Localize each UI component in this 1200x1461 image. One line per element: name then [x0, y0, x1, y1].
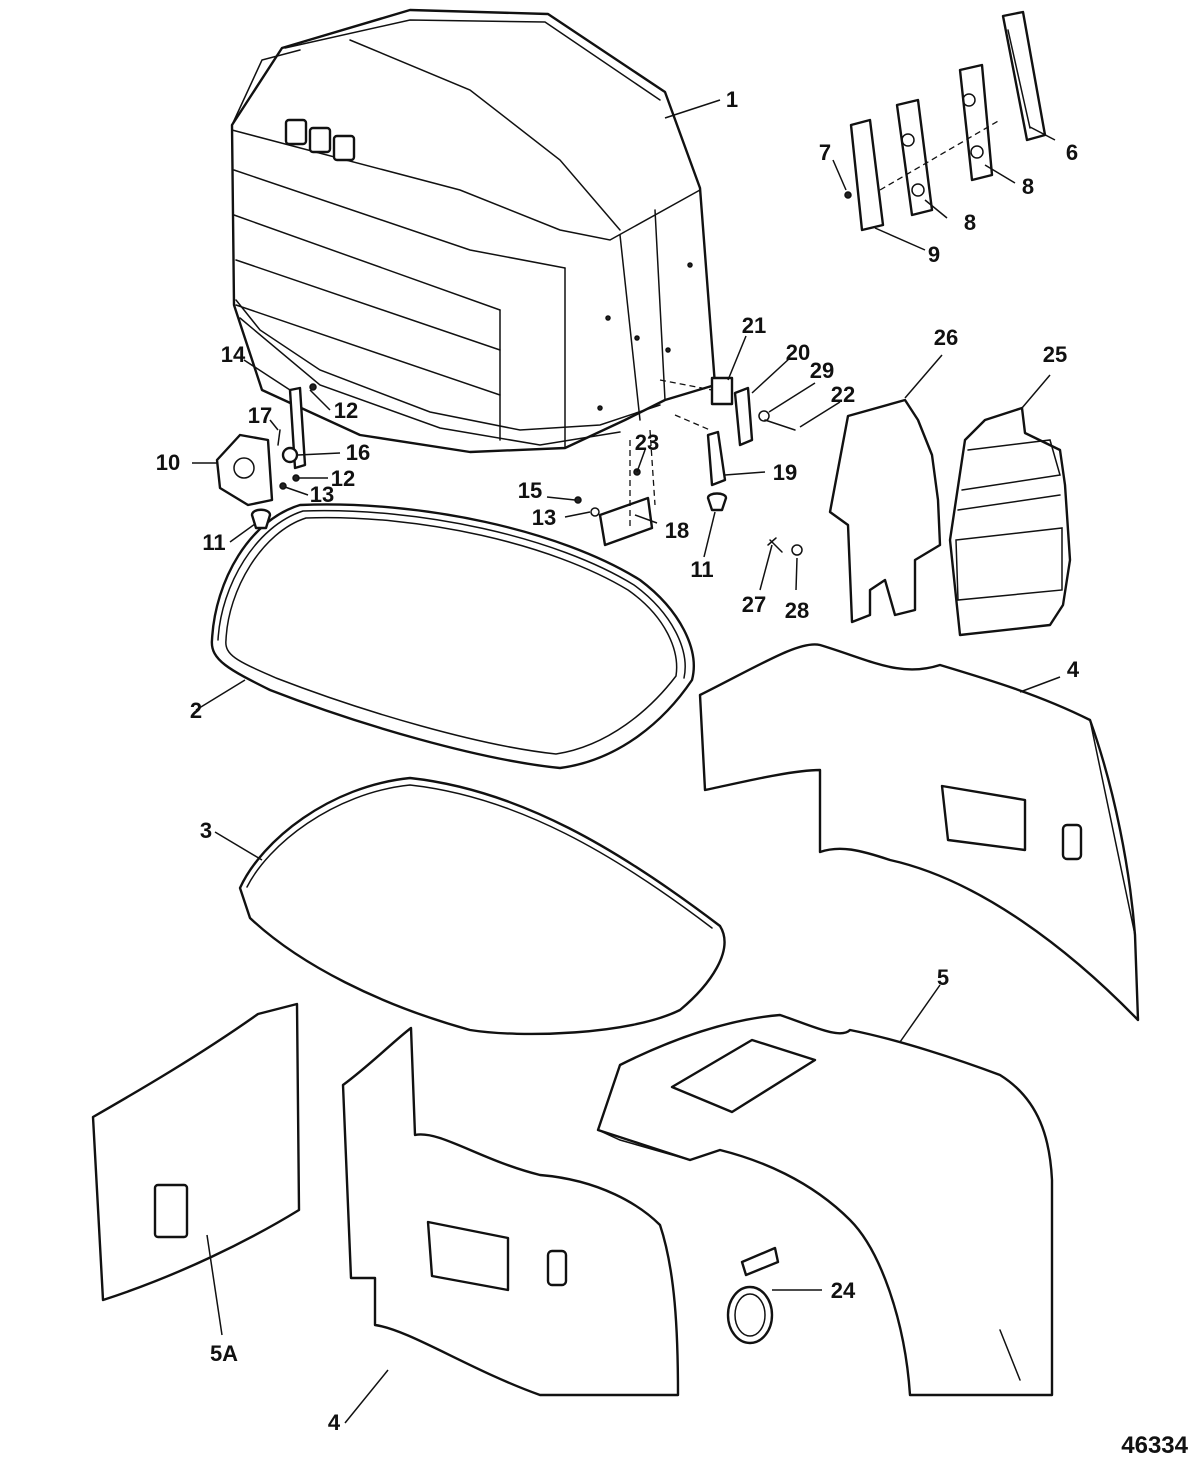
callouts: 1 2 3 4 4 5 5A 6 7 8 8 9 10 11 11 12 12 … [156, 87, 1080, 1435]
liner-panel-lower-part [341, 1026, 680, 1397]
callout-1: 1 [726, 87, 738, 112]
block-21 [710, 376, 734, 406]
callout-25: 25 [1043, 342, 1067, 367]
callout-14: 14 [221, 342, 246, 367]
callout-19: 19 [773, 460, 797, 485]
callout-3: 3 [200, 818, 212, 843]
liner-panel-right-part [698, 643, 1140, 1022]
callout-8-upper: 8 [1022, 174, 1034, 199]
vent-plate-8-lower [895, 98, 934, 217]
washer-29 [758, 410, 770, 422]
misc-hardware [726, 537, 803, 1345]
top-cowl-part [230, 8, 717, 454]
callout-5a: 5A [210, 1341, 238, 1366]
latch-10 [215, 433, 274, 507]
callout-27: 27 [742, 592, 766, 617]
bracket-20 [733, 386, 754, 447]
rear-liner-part [596, 1013, 1054, 1397]
screw-27 [767, 537, 783, 553]
callout-28: 28 [785, 598, 809, 623]
callout-13-center: 13 [532, 505, 556, 530]
drawing-reference-number: 46334 [1121, 1432, 1188, 1459]
callout-15: 15 [518, 478, 542, 503]
leader-lines [192, 99, 1061, 1424]
callout-6: 6 [1066, 140, 1078, 165]
small-liner-5a-part [91, 1002, 301, 1302]
baffle-26-part [828, 398, 942, 624]
grommet-11-left [250, 508, 272, 530]
callout-17: 17 [248, 403, 272, 428]
pin-17 [277, 429, 281, 446]
screw-22 [764, 419, 796, 431]
callout-2: 2 [190, 698, 202, 723]
seal-frame-part [210, 503, 695, 770]
callout-23: 23 [635, 430, 659, 455]
catch-19 [706, 430, 727, 487]
callout-12-upper: 12 [334, 398, 358, 423]
air-box-25-part [948, 406, 1072, 637]
callout-10: 10 [156, 450, 180, 475]
callout-18: 18 [665, 518, 689, 543]
callout-24: 24 [831, 1278, 856, 1303]
callout-22: 22 [831, 382, 855, 407]
callout-5: 5 [937, 965, 949, 990]
callout-4-lower: 4 [328, 1410, 341, 1435]
callout-21: 21 [742, 313, 766, 338]
callout-8-lower: 8 [964, 210, 976, 235]
grommet-11-right [706, 492, 728, 512]
callout-16: 16 [346, 440, 370, 465]
vent-grille-6 [1001, 10, 1047, 142]
callout-11-left: 11 [202, 530, 225, 555]
callout-4-right: 4 [1067, 657, 1080, 682]
callout-11-right: 11 [690, 557, 713, 582]
callout-9: 9 [928, 242, 940, 267]
callout-20: 20 [786, 340, 810, 365]
callout-13-left: 13 [310, 482, 334, 507]
callout-12-lower: 12 [331, 466, 355, 491]
callout-29: 29 [810, 358, 834, 383]
vent-plate-8-upper [958, 63, 994, 182]
washer-28 [791, 544, 803, 556]
vent-plate-stack [844, 10, 1047, 232]
latch-hardware-center [574, 376, 796, 547]
spacer-16 [281, 446, 299, 464]
latch-hardware-left [215, 383, 317, 530]
gasket-part [238, 776, 726, 1036]
callout-26: 26 [934, 325, 958, 350]
callout-7: 7 [819, 140, 831, 165]
plate-18 [598, 496, 654, 547]
vent-cover-9 [849, 118, 885, 232]
